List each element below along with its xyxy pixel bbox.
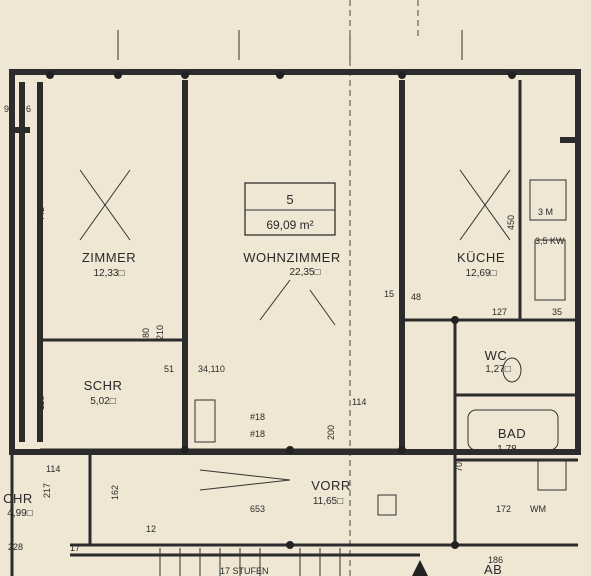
room-wohnzimmer-name: WOHNZIMMER [243,250,340,265]
stairs-label: 17 STUFEN [220,566,269,576]
dim-label: 172 [496,504,511,514]
neighbor-label: AB [484,562,502,576]
dim-label: 34,110 [198,364,225,374]
dim-label: 127 [492,307,507,317]
room-wc-area: 1,27□ [485,364,511,375]
dim-label: 17 [70,543,80,553]
dim-label: 217 [42,483,52,498]
dim-label: 114 [46,464,60,474]
dim-label: 114 [352,397,366,407]
room-vorr-area: 11,65□ [313,496,343,507]
room-kuche-name: KÜCHE [457,250,505,265]
dimension-labels: 442 450 653 114 217 228 162 172 186 127 … [4,104,565,565]
dim-label: 653 [250,504,265,514]
dim-label: 3 M [538,207,553,217]
dim-label: 210 [155,325,165,340]
dim-label: 6 [26,104,31,114]
dim-label: 51 [164,364,174,374]
junction-dots [46,71,516,549]
room-schr-left-name: CHR [3,491,33,506]
unit-number: 5 [286,192,293,207]
room-wohnzimmer-area: 22,35□ [289,267,320,278]
room-kuche-area: 12,69□ [465,268,496,279]
dim-label: 9 [4,104,9,114]
room-wc-name: WC [485,348,508,363]
dim-label: 12 [146,524,156,534]
dim-label: 80 [141,328,151,338]
stairs [159,548,428,576]
annotations: 17 STUFEN AB #18 #18 [220,412,502,576]
room-zimmer-name: ZIMMER [82,250,136,265]
dim-label: 3,5 KW [535,236,565,246]
room-schr-name: SCHR [84,378,123,393]
unit-area: 69,09 m² [266,218,313,232]
room-vorr-name: VORR [311,478,351,493]
room-bad-area: 1,78 [497,444,517,455]
dim-label: WM [530,504,546,514]
bath-fixtures [194,179,567,516]
room-schr-left-area: 4,99□ [7,508,33,519]
exterior-walls [9,69,581,576]
grid-axis-ticks [117,0,463,576]
room-zimmer-area: 12,33□ [93,268,124,279]
dim-label: 186 [488,555,503,565]
unit-label-box: 5 69,09 m² [244,182,336,236]
ceiling-light-marks [79,169,511,491]
dim-label: 35 [552,307,562,317]
interior-walls [40,80,578,545]
dim-label: 450 [506,215,516,230]
dim-label: 442 [36,207,46,222]
dim-label: 228 [8,542,23,552]
dim-label: 200 [326,425,336,440]
fixture-label: #18 [250,412,265,422]
dim-label: 118 [36,396,46,410]
room-bad-name: BAD [498,426,526,441]
dim-label: 48 [411,292,421,302]
fixture-label: #18 [250,429,265,439]
dim-label: 15 [384,289,394,299]
dim-label: 70 [454,462,464,472]
room-schr-area: 5,02□ [90,396,116,407]
dim-label: 162 [110,485,120,500]
room-labels: ZIMMER 12,33□ WOHNZIMMER 22,35□ KÜCHE 12… [3,250,526,519]
